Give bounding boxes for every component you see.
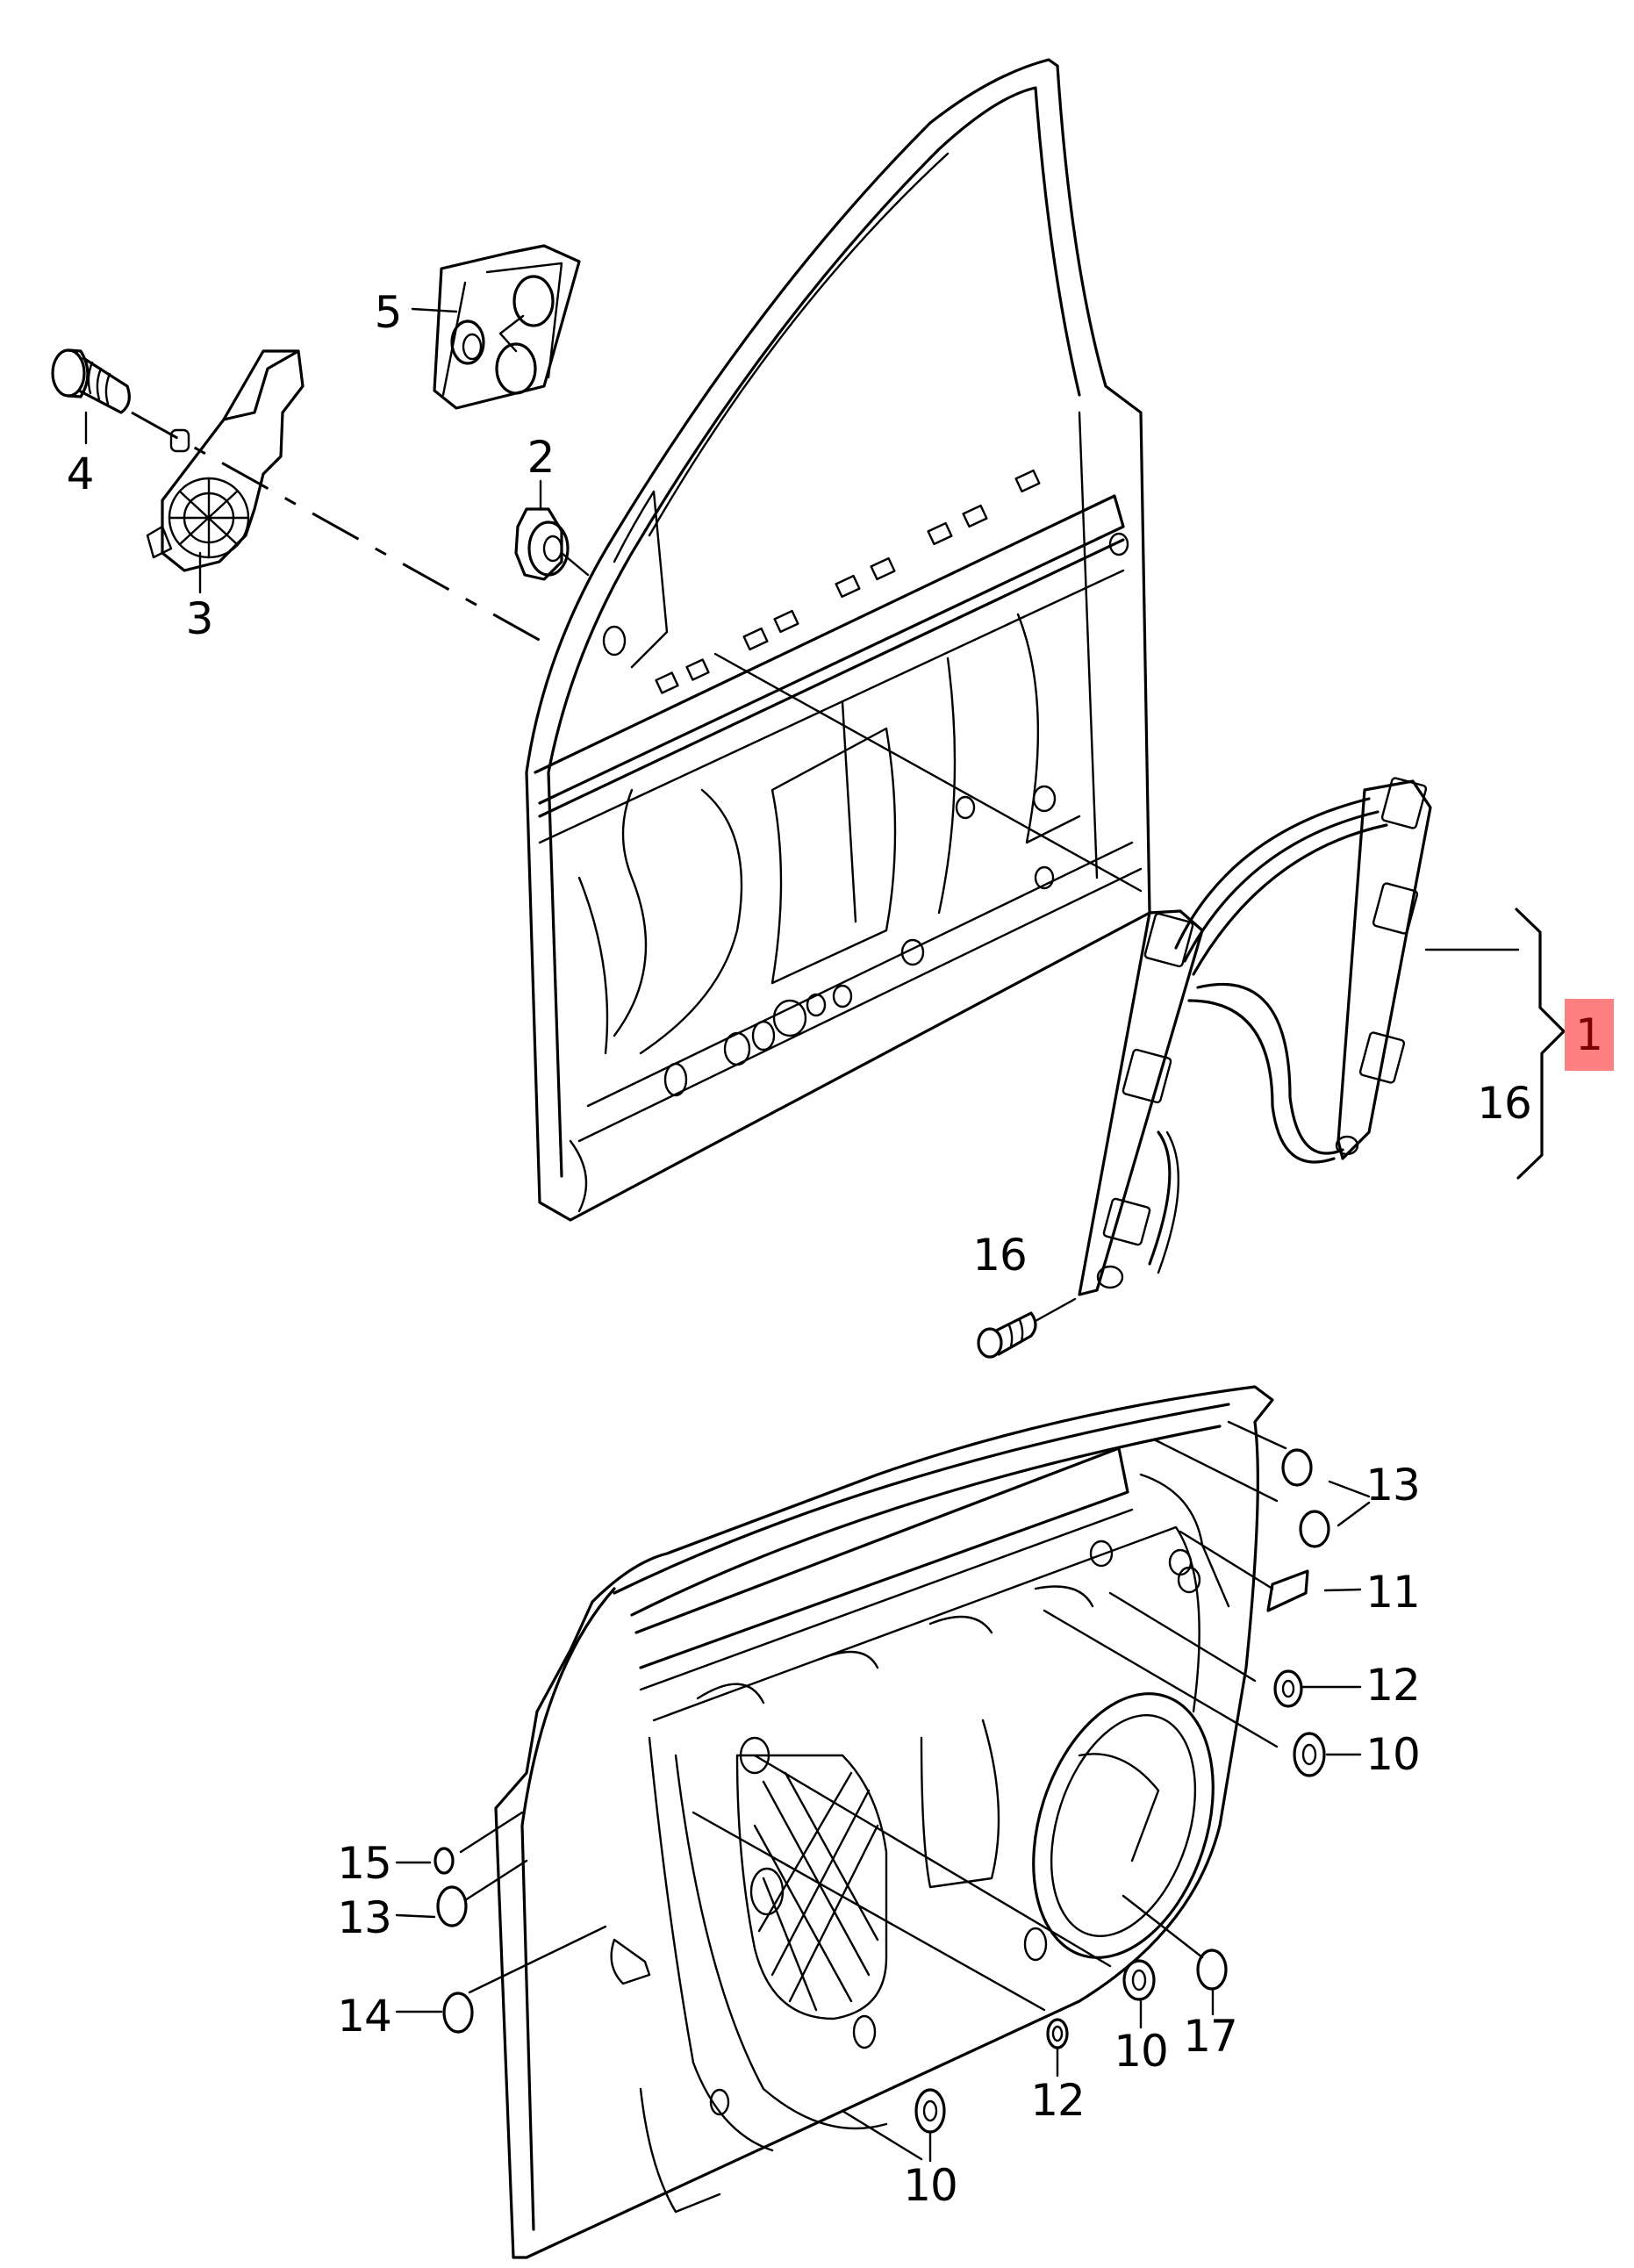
callout-11[interactable]: 11 bbox=[1365, 1567, 1421, 1618]
motor-axis-line bbox=[131, 411, 549, 647]
callout-1-highlighted[interactable]: 1 bbox=[1565, 999, 1614, 1071]
callout-15[interactable]: 15 bbox=[337, 1838, 392, 1889]
callout-ticks bbox=[84, 307, 1566, 2163]
callout-12-bottom[interactable]: 12 bbox=[1030, 2075, 1086, 2126]
callout-10-mid[interactable]: 10 bbox=[1114, 2026, 1169, 2077]
upper-door-frame bbox=[525, 58, 1151, 1222]
frame-slots bbox=[655, 469, 1041, 694]
callout-label: 1 bbox=[1575, 1009, 1603, 1060]
plugs bbox=[434, 1448, 1330, 2134]
regulator-axis-line bbox=[713, 652, 1143, 893]
plug-14 bbox=[442, 1992, 474, 2034]
callout-2[interactable]: 2 bbox=[527, 432, 555, 483]
window-regulator bbox=[1078, 777, 1432, 1296]
patch-11 bbox=[1266, 1569, 1309, 1612]
callout-12-right[interactable]: 12 bbox=[1365, 1660, 1421, 1711]
callout-13-left[interactable]: 13 bbox=[337, 1892, 392, 1943]
bolt16-axis-line bbox=[1034, 1297, 1077, 1323]
callout-10-bottom[interactable]: 10 bbox=[903, 2160, 958, 2211]
frame-holes bbox=[602, 532, 1129, 1097]
regulator-sliders bbox=[1096, 777, 1428, 1289]
plug-12-right bbox=[1273, 1669, 1303, 1708]
plug-13-left bbox=[436, 1885, 468, 1927]
plug-10-mid bbox=[1122, 1959, 1156, 2001]
callout-17[interactable]: 17 bbox=[1183, 2011, 1238, 2062]
callout-5[interactable]: 5 bbox=[374, 287, 403, 338]
callout-13-right[interactable]: 13 bbox=[1365, 1460, 1421, 1511]
bolt-4 bbox=[51, 348, 131, 414]
plug-15 bbox=[434, 1847, 455, 1875]
plug-13-lower bbox=[1299, 1510, 1330, 1548]
nut-2 bbox=[514, 507, 570, 581]
callout-14[interactable]: 14 bbox=[337, 1991, 392, 2042]
callout-16-bracket[interactable]: 16 bbox=[1477, 1078, 1532, 1129]
callout-4[interactable]: 4 bbox=[66, 449, 95, 499]
window-motor bbox=[146, 349, 305, 572]
lower-leader-lines bbox=[459, 1420, 1287, 2161]
callout-16-bolt[interactable]: 16 bbox=[972, 1230, 1028, 1281]
cap-17 bbox=[1196, 1949, 1228, 1991]
nut-axis-line bbox=[560, 551, 590, 577]
callout-3[interactable]: 3 bbox=[185, 593, 214, 644]
seal-pad-5 bbox=[433, 244, 581, 410]
plug-10-right bbox=[1293, 1732, 1326, 1777]
bolt-16 bbox=[977, 1311, 1037, 1359]
lower-door-shell bbox=[494, 1385, 1274, 2259]
plug-10-bottom bbox=[914, 2088, 946, 2134]
plug-13-upper bbox=[1281, 1448, 1313, 1487]
plug-12-bottom bbox=[1046, 2018, 1069, 2049]
callout-10-right[interactable]: 10 bbox=[1365, 1729, 1421, 1780]
